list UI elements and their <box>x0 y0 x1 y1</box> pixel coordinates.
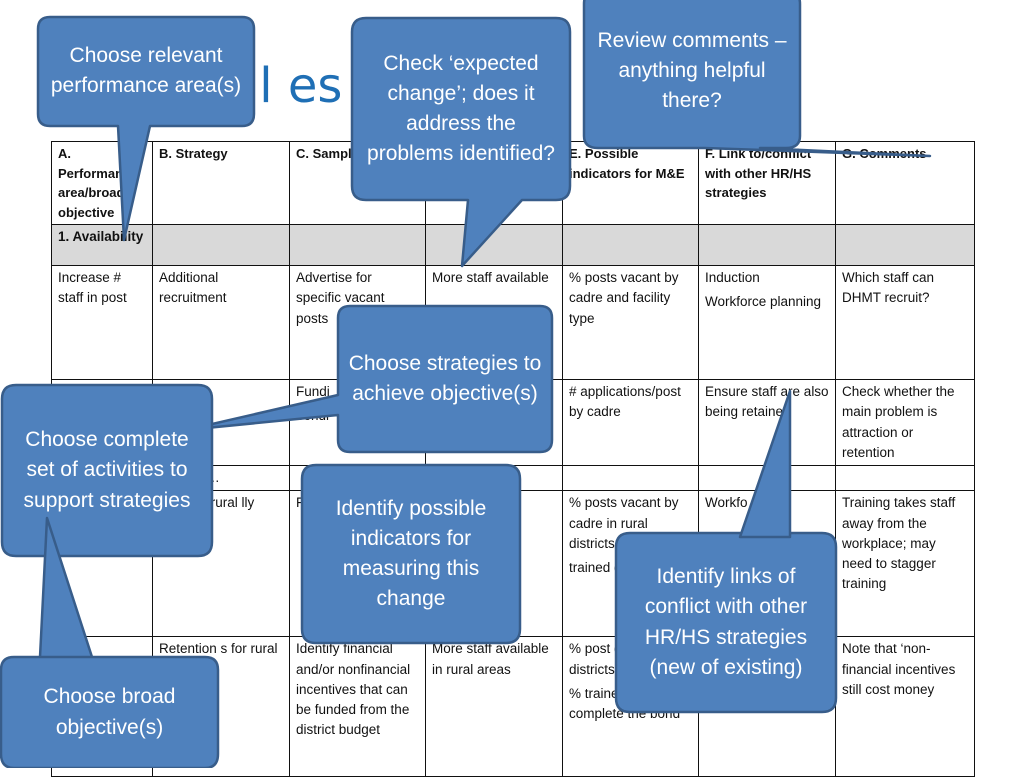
table-row: Retention s for rural Identify financial … <box>51 636 975 777</box>
cell-indicators: # applications/post by cadre <box>562 379 699 466</box>
cell-text: More staff available in rural areas <box>432 641 549 677</box>
callout-review-comments: Review comments – anything helpful there… <box>597 28 787 112</box>
cell-comments: Training takes staff away from the workp… <box>835 490 975 638</box>
callout-shape-links <box>614 531 838 714</box>
cell-text: Additional recruitment <box>159 270 227 306</box>
cell-text: Check whether the main problem is attrac… <box>842 384 955 460</box>
callout-shape-strategies <box>184 304 554 454</box>
cell-text: Which staff can DHMT recruit? <box>842 270 935 306</box>
cell-text: # applications/post by cadre <box>569 384 681 420</box>
cell-comments <box>835 464 975 492</box>
cell-text: Ensure staff are also being retained <box>705 384 829 420</box>
cell-text: Advertise for specific vacant posts <box>296 270 385 326</box>
callout-activities: Choose complete set of activities to sup… <box>23 428 191 512</box>
callout-links: Identify links of conflict with other HR… <box>644 565 808 679</box>
callout-shape-activities <box>0 383 214 558</box>
cell-comments: Which staff can DHMT recruit? <box>835 265 975 380</box>
callout-indicators: Identify possible indicators for measuri… <box>335 496 487 611</box>
cell-links: Ensure staff are also being retained <box>698 379 836 466</box>
callout-performance-area: Choose relevant performance area(s) <box>50 43 242 97</box>
cell-text: Note that ‘non-financial incentives stil… <box>842 641 956 697</box>
cell-comments: Note that ‘non-financial incentives stil… <box>835 636 975 777</box>
cell-text: More staff available <box>432 270 549 285</box>
cell-text: Increase # staff in post <box>58 270 127 306</box>
cell-text: Workforce planning <box>705 294 822 310</box>
section-row-availability: 1. Availability <box>51 224 975 266</box>
cell-activities: Identify financial and/or nonfinancial i… <box>289 636 426 777</box>
cell-indicators <box>562 464 699 492</box>
callout-shape-review-comments <box>582 0 932 158</box>
callout-shape-links-pointer <box>738 389 792 539</box>
cell-comments: Check whether the main problem is attrac… <box>835 379 975 466</box>
cell-expected-change: More staff available in rural areas <box>425 636 563 777</box>
cell-text: % posts vacant by cadre and facility typ… <box>569 270 679 326</box>
cell-text: Training takes staff away from the workp… <box>842 495 956 592</box>
callout-broad-objective: Choose broad objective(s) <box>43 685 176 739</box>
callout-shape-expected-change <box>350 16 572 268</box>
cell-text: Induction <box>705 270 760 285</box>
cell-text: Retention s for rural <box>159 641 278 657</box>
cell-performance-area: Increase # staff in post <box>51 265 153 380</box>
callout-expected-change: Check ‘expected change’; does it address… <box>367 51 555 166</box>
callout-shape-indicators <box>300 463 522 645</box>
cell-text: Fundi <box>296 384 330 399</box>
callout-strategies: Choose strategies to achieve objective(s… <box>348 351 542 405</box>
callout-shape-performance-area <box>36 15 256 242</box>
section-label: 1. Availability <box>51 224 153 266</box>
cell-strategy: Additional recruitment <box>152 265 290 380</box>
cell-text: % posts vacant by cadre in rural distric… <box>569 495 679 551</box>
cell-text: Identify financial and/or nonfinancial i… <box>296 641 411 738</box>
col-header-performance-area: A. Performance area/broad objective <box>51 141 153 225</box>
